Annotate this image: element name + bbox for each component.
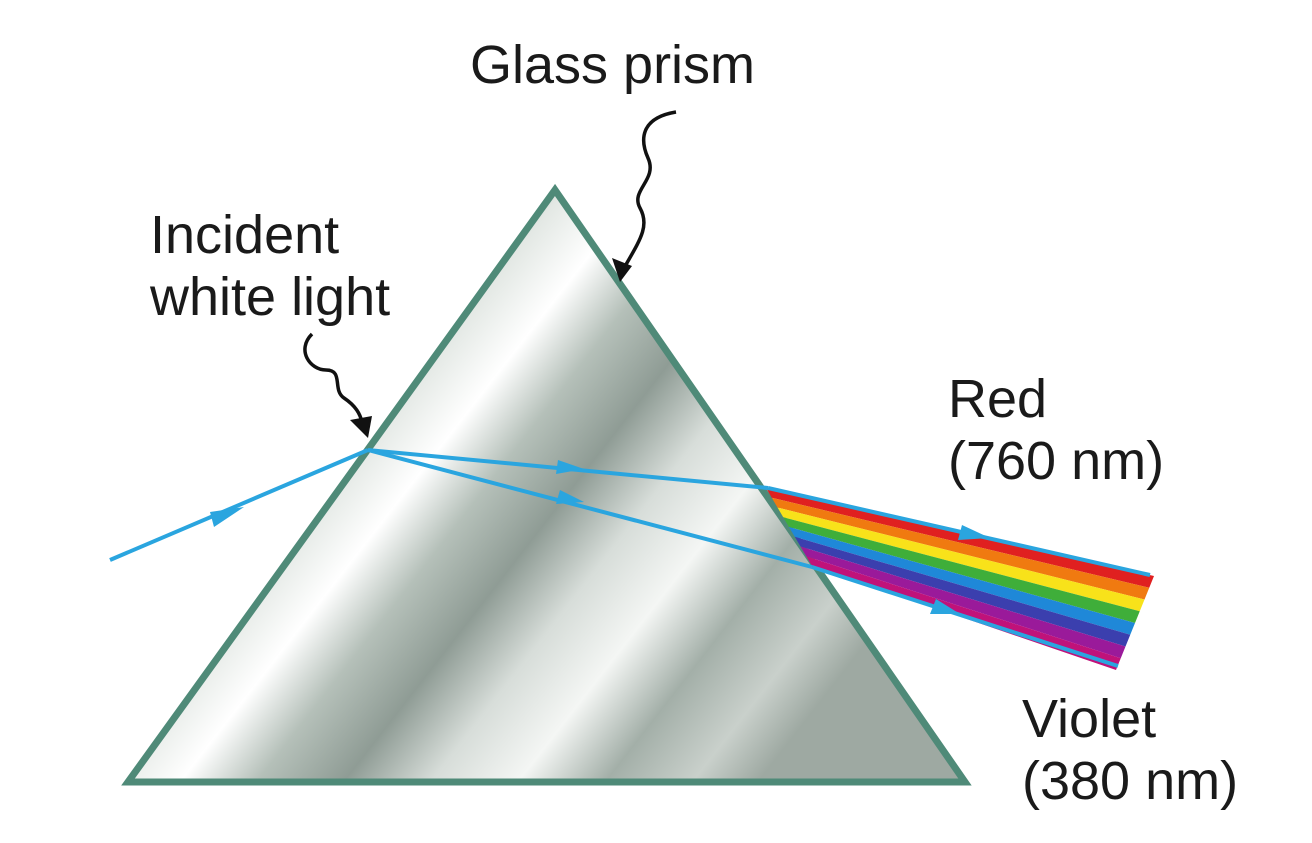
spectrum-band xyxy=(783,517,1140,623)
exit-ray-red xyxy=(767,486,1151,577)
glass-prism-pointer xyxy=(622,110,677,269)
exit-ray-violet-arrowhead xyxy=(930,599,960,614)
exit-ray-red-arrowhead xyxy=(958,525,990,540)
spectrum-band xyxy=(789,527,1135,635)
incident-light-label-line1: Incident xyxy=(150,205,340,265)
red-label: Red (760 nm) xyxy=(948,368,1164,492)
glass-prism-label: Glass prism xyxy=(470,34,755,96)
violet-label-line1: Violet xyxy=(1022,689,1157,749)
incident-light-pointer-arrowhead xyxy=(350,416,372,438)
refracted-ray-violet xyxy=(367,448,813,569)
spectrum-band xyxy=(800,546,1126,659)
red-label-line1: Red xyxy=(948,369,1048,429)
spectrum-band xyxy=(777,507,1145,612)
incident-light-label-line2: white light xyxy=(150,267,391,327)
incident-light-pointer xyxy=(303,332,364,423)
violet-label: Violet (380 nm) xyxy=(1022,688,1238,812)
exit-ray-violet xyxy=(811,565,1119,668)
incident-light-label: Incident white light xyxy=(150,204,390,328)
incident-ray xyxy=(109,448,369,562)
red-label-line2: (760 nm) xyxy=(948,431,1165,491)
violet-label-line2: (380 nm) xyxy=(1022,751,1239,811)
refracted-ray-red-arrowhead xyxy=(556,460,584,474)
incident-ray-arrowhead xyxy=(210,507,244,527)
spectrum-band xyxy=(771,497,1150,600)
spectrum-band xyxy=(794,536,1131,647)
glass-prism-pointer-arrowhead xyxy=(612,258,632,282)
glass-prism-label-text: Glass prism xyxy=(470,35,756,95)
refracted-ray-violet-arrowhead xyxy=(556,490,584,504)
